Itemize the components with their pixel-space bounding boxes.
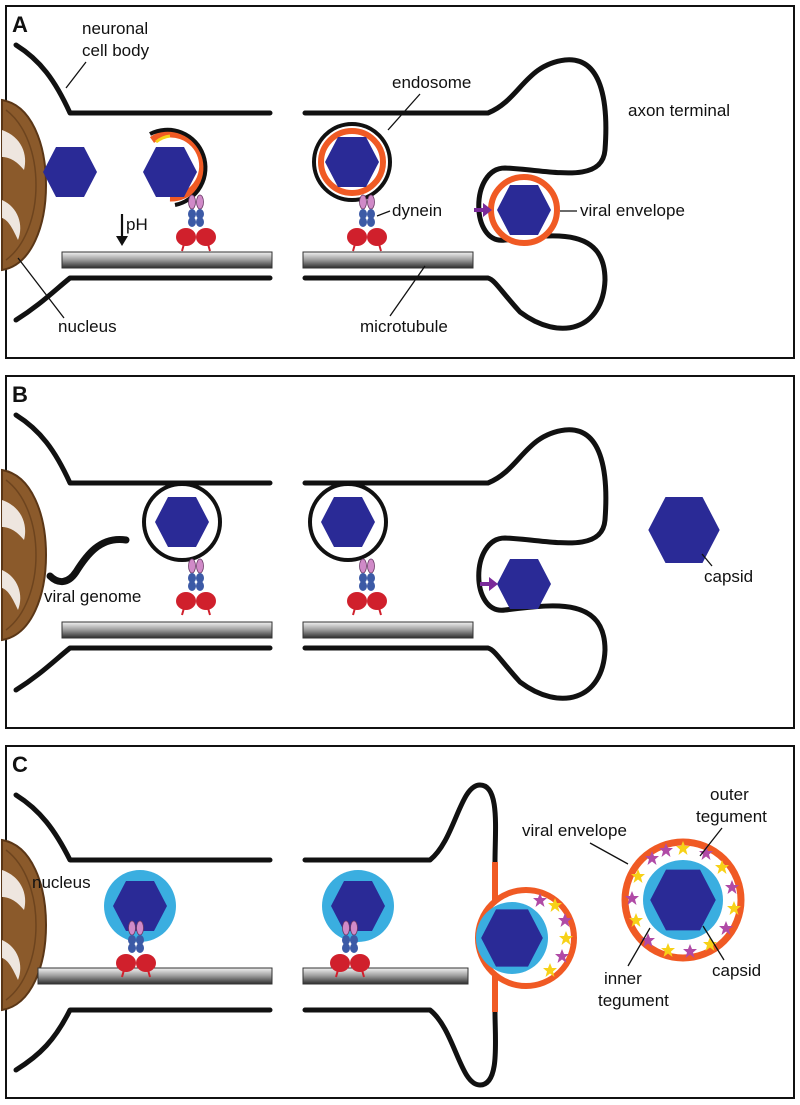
panel-b-label: B	[12, 382, 28, 407]
microtubule-bar	[302, 251, 474, 269]
label-neuronal: neuronal	[82, 19, 148, 38]
pointer-line	[376, 210, 391, 217]
microtubule-bar	[37, 967, 273, 985]
endosome-circle	[312, 122, 392, 202]
nucleus-icon	[1, 99, 47, 271]
pointer-line	[699, 827, 723, 857]
pointer-line	[389, 265, 426, 317]
dynein-motor-icon	[346, 558, 388, 616]
label-capsid: capsid	[712, 961, 761, 980]
microtubule-bar	[61, 251, 273, 269]
cell-body-membrane-bottom	[13, 275, 273, 323]
label-ph: pH	[126, 215, 148, 234]
microtubule-bar	[302, 621, 474, 639]
axon-terminal-membrane	[302, 427, 609, 701]
label-viral-envelope: viral envelope	[522, 821, 627, 840]
pointer-line	[17, 257, 65, 319]
panel-b: B viral genome capsid	[1, 375, 795, 729]
panel-a: A neuron	[1, 5, 795, 359]
hexagon-capsid-icon	[497, 559, 551, 609]
endosome-circle	[308, 482, 388, 562]
label-inner-tegument: tegument	[598, 991, 669, 1010]
label-capsid: capsid	[704, 567, 753, 586]
tegumented-capsid	[322, 870, 394, 942]
hexagon-capsid-icon	[648, 496, 720, 564]
label-dynein: dynein	[392, 201, 442, 220]
viral-genome-icon	[46, 536, 130, 585]
ph-arrow-head	[116, 236, 128, 246]
label-inner: inner	[604, 969, 642, 988]
label-axon-terminal: axon terminal	[628, 101, 730, 120]
cell-body-membrane-top	[13, 412, 273, 486]
endosome-circle	[142, 482, 222, 562]
microtubule-bar	[302, 967, 469, 985]
label-viral-genome: viral genome	[44, 587, 141, 606]
budding-virion	[475, 887, 577, 989]
pointer-line	[387, 93, 421, 131]
tegumented-capsid	[104, 870, 176, 942]
cell-body-membrane-bottom	[13, 645, 273, 693]
label-cell-body: cell body	[82, 41, 150, 60]
nucleus-icon	[1, 469, 47, 641]
cell-body-membrane-top	[13, 42, 273, 116]
panel-c: C	[1, 745, 795, 1099]
pointer-line	[701, 553, 713, 567]
dynein-motor-icon	[175, 558, 217, 616]
cell-body-membrane-bottom	[13, 1007, 273, 1073]
hexagon-capsid-icon	[43, 147, 97, 197]
label-viral-envelope: viral envelope	[580, 201, 685, 220]
label-outer: outer	[710, 785, 749, 804]
enveloped-virion	[474, 174, 560, 246]
panel-a-label: A	[12, 12, 28, 37]
pointer-line	[589, 842, 629, 865]
dynein-motor-icon	[346, 194, 388, 252]
label-microtubule: microtubule	[360, 317, 448, 336]
cell-body-membrane-top	[13, 792, 273, 863]
axon-terminal-membrane-bottom	[302, 1007, 499, 1088]
opening-endosome	[143, 127, 208, 207]
mature-virion	[621, 838, 745, 962]
pointer-line	[65, 61, 87, 89]
label-nucleus: nucleus	[58, 317, 117, 336]
microtubule-bar	[61, 621, 273, 639]
panel-c-label: C	[12, 752, 28, 777]
axon-terminal-membrane-top	[302, 782, 499, 865]
label-outer-tegument: tegument	[696, 807, 767, 826]
pointer-line	[627, 927, 651, 967]
axon-terminal-membrane	[302, 57, 609, 331]
label-endosome: endosome	[392, 73, 471, 92]
label-nucleus: nucleus	[32, 873, 91, 892]
pointer-line	[702, 925, 725, 961]
